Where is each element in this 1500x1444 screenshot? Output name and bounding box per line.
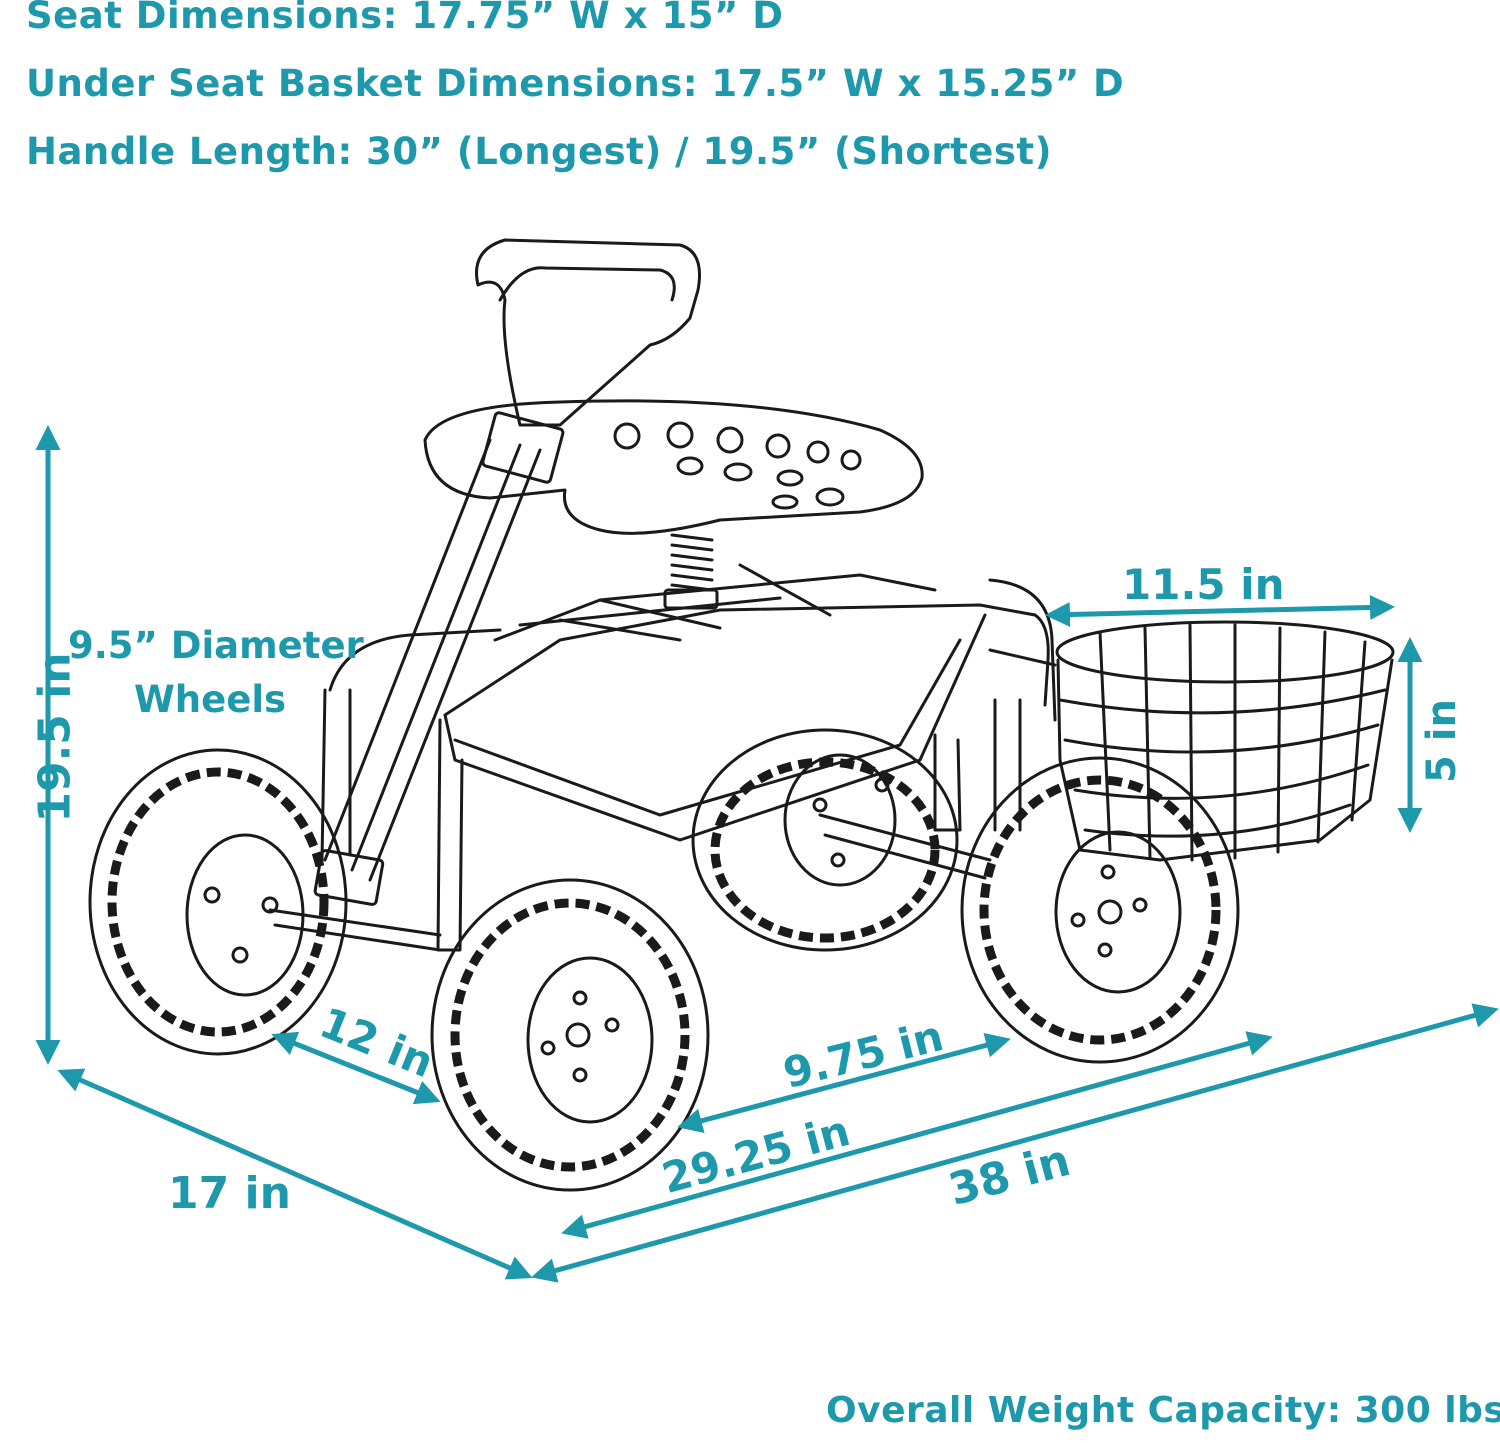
depth-arrow bbox=[57, 1068, 533, 1280]
handle-length-text: Handle Length: 30” (Longest) / 19.5” (Sh… bbox=[26, 130, 1052, 173]
cart-tray bbox=[443, 603, 1050, 842]
wheel-gap-arrow bbox=[271, 1031, 441, 1105]
wheel-front-left bbox=[88, 748, 348, 1056]
basket-width-arrow bbox=[1045, 594, 1395, 628]
seat-spring bbox=[663, 533, 719, 610]
height-label: 19.5 in bbox=[29, 652, 81, 823]
dimension-arrows bbox=[35, 425, 1499, 1283]
seat-length-arrow bbox=[561, 1031, 1273, 1239]
wheels bbox=[88, 728, 1240, 1192]
rear-axle bbox=[818, 813, 992, 880]
wheel-diameter-label-line2: Wheels bbox=[134, 678, 287, 721]
front-axle bbox=[268, 908, 442, 952]
overall-length-arrow bbox=[531, 1003, 1499, 1283]
basket-width-label: 11.5 in bbox=[1122, 560, 1285, 609]
basket-dimensions-text: Under Seat Basket Dimensions: 17.5” W x … bbox=[26, 62, 1125, 105]
depth-label: 17 in bbox=[168, 1168, 291, 1219]
wheel-diameter-label-line1: 9.5” Diameter bbox=[68, 624, 364, 667]
cart-frame bbox=[320, 688, 464, 952]
handle-shaft bbox=[323, 438, 542, 882]
wheel-front-right bbox=[430, 878, 710, 1192]
seat-dimensions-text: Seat Dimensions: 17.75” W x 15” D bbox=[26, 0, 784, 37]
wheel-back-left bbox=[691, 728, 959, 952]
tractor-seat bbox=[423, 399, 924, 535]
basket-height-label: 5 in bbox=[1418, 699, 1465, 783]
handle-grip bbox=[475, 238, 701, 427]
wheel-back-right bbox=[960, 756, 1240, 1064]
weight-capacity-text: Overall Weight Capacity: 300 lbs bbox=[826, 1390, 1500, 1431]
